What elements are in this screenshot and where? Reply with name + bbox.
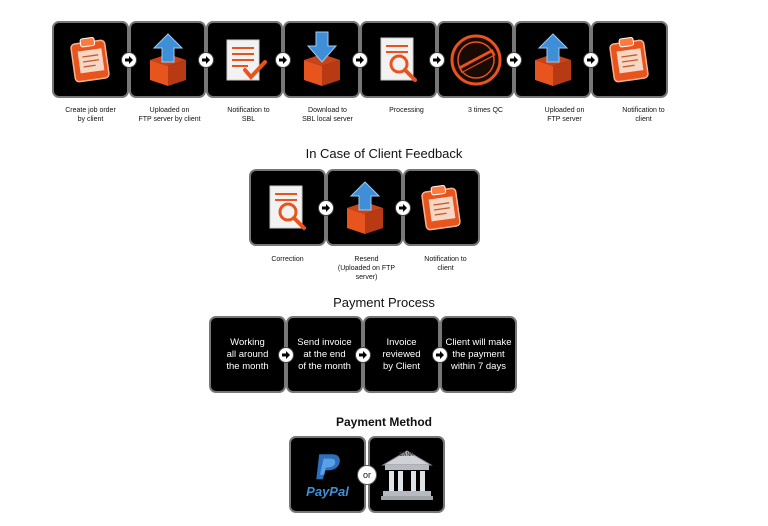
arrow-right-icon xyxy=(432,346,448,363)
feedback-title: In Case of Client Feedback xyxy=(305,146,463,161)
box-download-icon xyxy=(303,31,340,86)
step-label: Notification to SBL xyxy=(227,107,270,123)
step-label: Resend (Uploaded on FTP server) xyxy=(337,256,396,281)
main-process-captions: Create job order by client Uploaded on F… xyxy=(51,106,683,124)
box-upload-icon xyxy=(149,32,186,86)
step-qc xyxy=(437,21,514,98)
clipboard-icon xyxy=(420,184,461,230)
payment-step: Client will make the payment within 7 da… xyxy=(440,316,517,393)
step-uploaded-ftp xyxy=(514,21,591,98)
box-upload-icon xyxy=(346,180,383,234)
main-process-row xyxy=(52,21,668,98)
bank-building-icon xyxy=(380,449,433,500)
feedback-captions: Correction Resend (Uploaded on FTP serve… xyxy=(248,255,485,282)
clipboard-icon xyxy=(69,36,110,82)
payment-step: Invoice reviewed by Client xyxy=(363,316,440,393)
arrow-right-icon xyxy=(278,346,294,363)
step-label: Processing xyxy=(389,107,424,114)
document-magnifier-icon xyxy=(380,37,417,82)
step-create-job-order xyxy=(52,21,129,98)
clipboard-icon xyxy=(608,36,649,82)
box-upload-icon xyxy=(534,32,571,86)
paypal-label: PayPal xyxy=(306,484,349,499)
step-label: Create job order by client xyxy=(65,107,116,123)
arrow-right-icon xyxy=(506,51,522,68)
step-label: 3 times QC xyxy=(467,107,503,114)
arrow-right-icon xyxy=(583,51,599,68)
step-label: Notification to client xyxy=(622,107,665,123)
step-download-sbl xyxy=(283,21,360,98)
arrow-right-icon xyxy=(121,51,137,68)
payment-step: Working all around the month xyxy=(209,316,286,393)
bank-label: BANK xyxy=(399,452,414,458)
step-resend xyxy=(326,169,403,246)
step-processing xyxy=(360,21,437,98)
payment-process-row: Working all around the month Send invoic… xyxy=(209,316,517,393)
payment-method-row: PayPal or BANK xyxy=(289,436,445,513)
payment-method-title: Payment Method xyxy=(335,415,432,429)
step-uploaded-by-client xyxy=(129,21,206,98)
step-label: Download to SBL local server xyxy=(302,107,353,123)
document-check-icon xyxy=(226,39,267,80)
paypal-tile: PayPal xyxy=(289,436,366,513)
step-feedback-notification xyxy=(403,169,480,246)
document-magnifier-icon xyxy=(269,185,306,230)
or-badge: or xyxy=(357,464,377,485)
arrow-right-icon xyxy=(395,199,411,216)
arrow-right-icon xyxy=(429,51,445,68)
step-label: Notification to client xyxy=(424,256,467,272)
payment-process-title: Payment Process xyxy=(333,295,435,310)
step-label: Correction xyxy=(271,256,304,263)
approved-stamp-icon xyxy=(450,34,501,85)
arrow-right-icon xyxy=(198,51,214,68)
arrow-right-icon xyxy=(352,51,368,68)
arrow-right-icon xyxy=(275,51,291,68)
arrow-right-icon xyxy=(355,346,371,363)
paypal-logo-icon xyxy=(315,454,340,480)
step-label: Uploaded on FTP server xyxy=(544,107,585,123)
step-notification-sbl xyxy=(206,21,283,98)
step-correction xyxy=(249,169,326,246)
bank-tile: BANK xyxy=(368,436,445,513)
arrow-right-icon xyxy=(318,199,334,216)
step-label: Uploaded on FTP server by client xyxy=(138,107,201,123)
feedback-row xyxy=(249,169,480,246)
step-notification-client xyxy=(591,21,668,98)
payment-step: Send invoice at the end of the month xyxy=(286,316,363,393)
